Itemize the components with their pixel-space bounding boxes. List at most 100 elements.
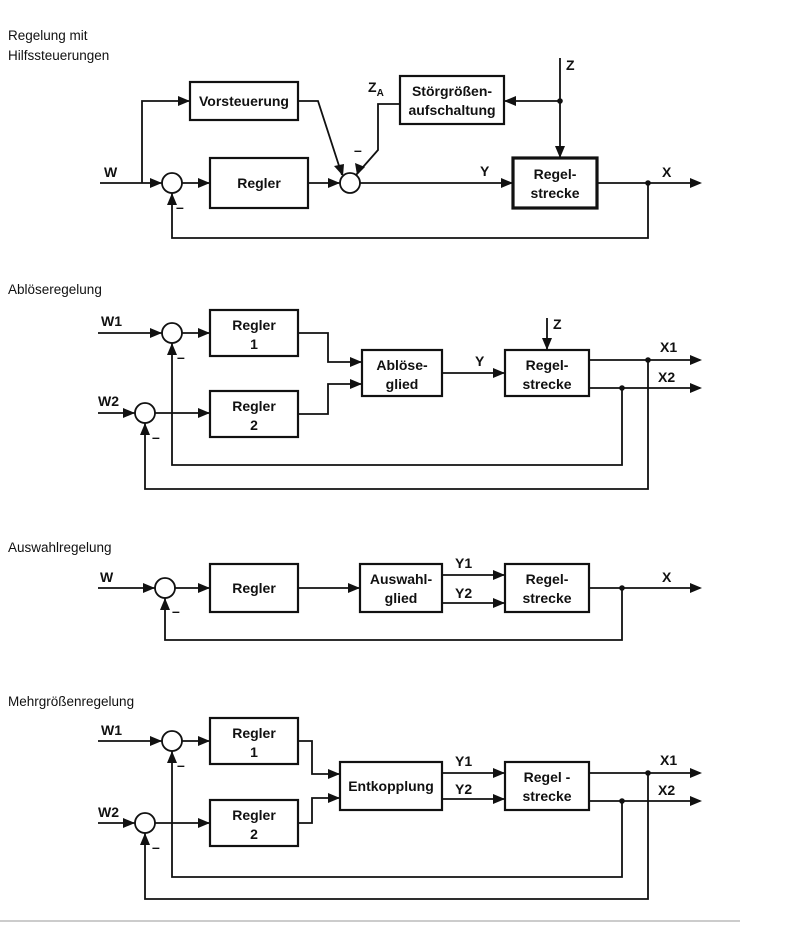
regler2-block	[208, 389, 300, 439]
signal-za-sub: A	[377, 88, 384, 99]
arrow	[123, 818, 135, 828]
regler2-label-2: 2	[250, 826, 258, 842]
abloeseglied-label-2: glied	[386, 376, 419, 392]
regler1-label-2: 1	[250, 744, 258, 760]
arrow	[542, 338, 552, 350]
arrow	[143, 583, 155, 593]
arrow	[150, 178, 162, 188]
summing-junction-2	[134, 402, 156, 424]
diagram2-title: Ablöseregelung	[8, 282, 102, 297]
stoergroessen-label-1: Störgrößen-	[412, 83, 492, 99]
diagram3-title: Auswahlregelung	[8, 540, 112, 555]
abloeseglied-block	[360, 348, 444, 398]
signal-x2: X2	[658, 369, 675, 385]
regler2-block	[208, 798, 300, 848]
arrow	[350, 379, 362, 389]
regler1-label-1: Regler	[232, 725, 276, 741]
regler1-out	[298, 332, 362, 363]
stoergroessen-block	[398, 74, 506, 126]
junction-dot	[645, 357, 651, 363]
minus-sign: –	[152, 429, 160, 445]
feedback-x1	[144, 360, 649, 490]
regler1-out	[298, 740, 340, 775]
arrow	[493, 598, 505, 608]
signal-w1: W1	[101, 313, 122, 329]
arrow	[690, 355, 702, 365]
junction-dot	[645, 180, 651, 186]
arrow	[140, 833, 150, 845]
regler2-label-1: Regler	[232, 807, 276, 823]
arrow	[160, 598, 170, 610]
arrow	[350, 357, 362, 367]
arrow	[493, 570, 505, 580]
regelstrecke-label-2: strecke	[530, 185, 579, 201]
regelstrecke-label-2: strecke	[522, 590, 571, 606]
arrow	[328, 178, 340, 188]
signal-x1: X1	[660, 752, 677, 768]
arrow	[493, 768, 505, 778]
diagram1-title-line2: Hilfssteuerungen	[8, 48, 109, 63]
diagram-mehrgroessenregelung: Mehrgrößenregelung Regler 1 Regler 2 Ent…	[8, 694, 702, 900]
junction-dot	[557, 98, 563, 104]
signal-x: X	[662, 164, 672, 180]
arrow	[198, 583, 210, 593]
arrow	[690, 796, 702, 806]
arrow	[690, 583, 702, 593]
feedback-x2	[171, 751, 623, 878]
signal-za-main: Z	[368, 79, 377, 95]
summing-junction-1	[154, 577, 176, 599]
feedback-loop	[171, 183, 649, 239]
arrow	[493, 794, 505, 804]
summing-junction-1	[161, 172, 183, 194]
signal-x1: X1	[660, 339, 677, 355]
stoergroessen-label-2: aufschaltung	[408, 102, 495, 118]
diagram1-title-line1: Regelung mit	[8, 28, 88, 43]
entkopplung-block	[338, 760, 444, 812]
arrow	[690, 383, 702, 393]
minus-sign: –	[172, 603, 180, 619]
signal-za: ZA	[368, 79, 384, 99]
arrow	[334, 164, 344, 176]
arrow	[167, 193, 177, 205]
signal-w: W	[100, 569, 114, 585]
regler2-out	[298, 383, 362, 415]
minus-sign: –	[152, 839, 160, 855]
regler2-out	[298, 797, 340, 824]
entkopplung-label: Entkopplung	[348, 778, 434, 794]
regler1-block	[208, 716, 300, 766]
regler1-block	[208, 308, 300, 358]
arrow	[198, 818, 210, 828]
arrow	[328, 793, 340, 803]
signal-z: Z	[553, 316, 562, 332]
summing-junction-2	[134, 812, 156, 834]
regler2-label-1: Regler	[232, 398, 276, 414]
feedback-x1	[144, 773, 649, 900]
junction-dot	[619, 585, 625, 591]
regelstrecke-label-1: Regel-	[534, 166, 577, 182]
stoer-out	[355, 103, 400, 176]
arrow	[355, 163, 365, 175]
arrow	[348, 583, 360, 593]
regelstrecke-block	[503, 348, 591, 398]
arrow	[555, 146, 565, 158]
signal-y1: Y1	[455, 555, 472, 571]
arrow	[140, 423, 150, 435]
signal-y: Y	[480, 163, 490, 179]
signal-w: W	[104, 164, 118, 180]
junction-dot	[645, 770, 651, 776]
arrow	[198, 178, 210, 188]
arrow	[150, 328, 162, 338]
arrow	[167, 343, 177, 355]
minus-sign: –	[177, 757, 185, 773]
arrow	[198, 328, 210, 338]
minus-sign: –	[354, 142, 362, 158]
signal-y1: Y1	[455, 753, 472, 769]
regelstrecke-block	[503, 562, 591, 614]
diagram4-title: Mehrgrößenregelung	[8, 694, 134, 709]
diagram-abloeseregelung: Ablöseregelung Regler 1 Regler 2 Ablöse-…	[8, 282, 702, 490]
signal-y: Y	[475, 353, 485, 369]
arrow	[328, 769, 340, 779]
arrow	[178, 96, 190, 106]
abloeseglied-label-1: Ablöse-	[376, 357, 428, 373]
